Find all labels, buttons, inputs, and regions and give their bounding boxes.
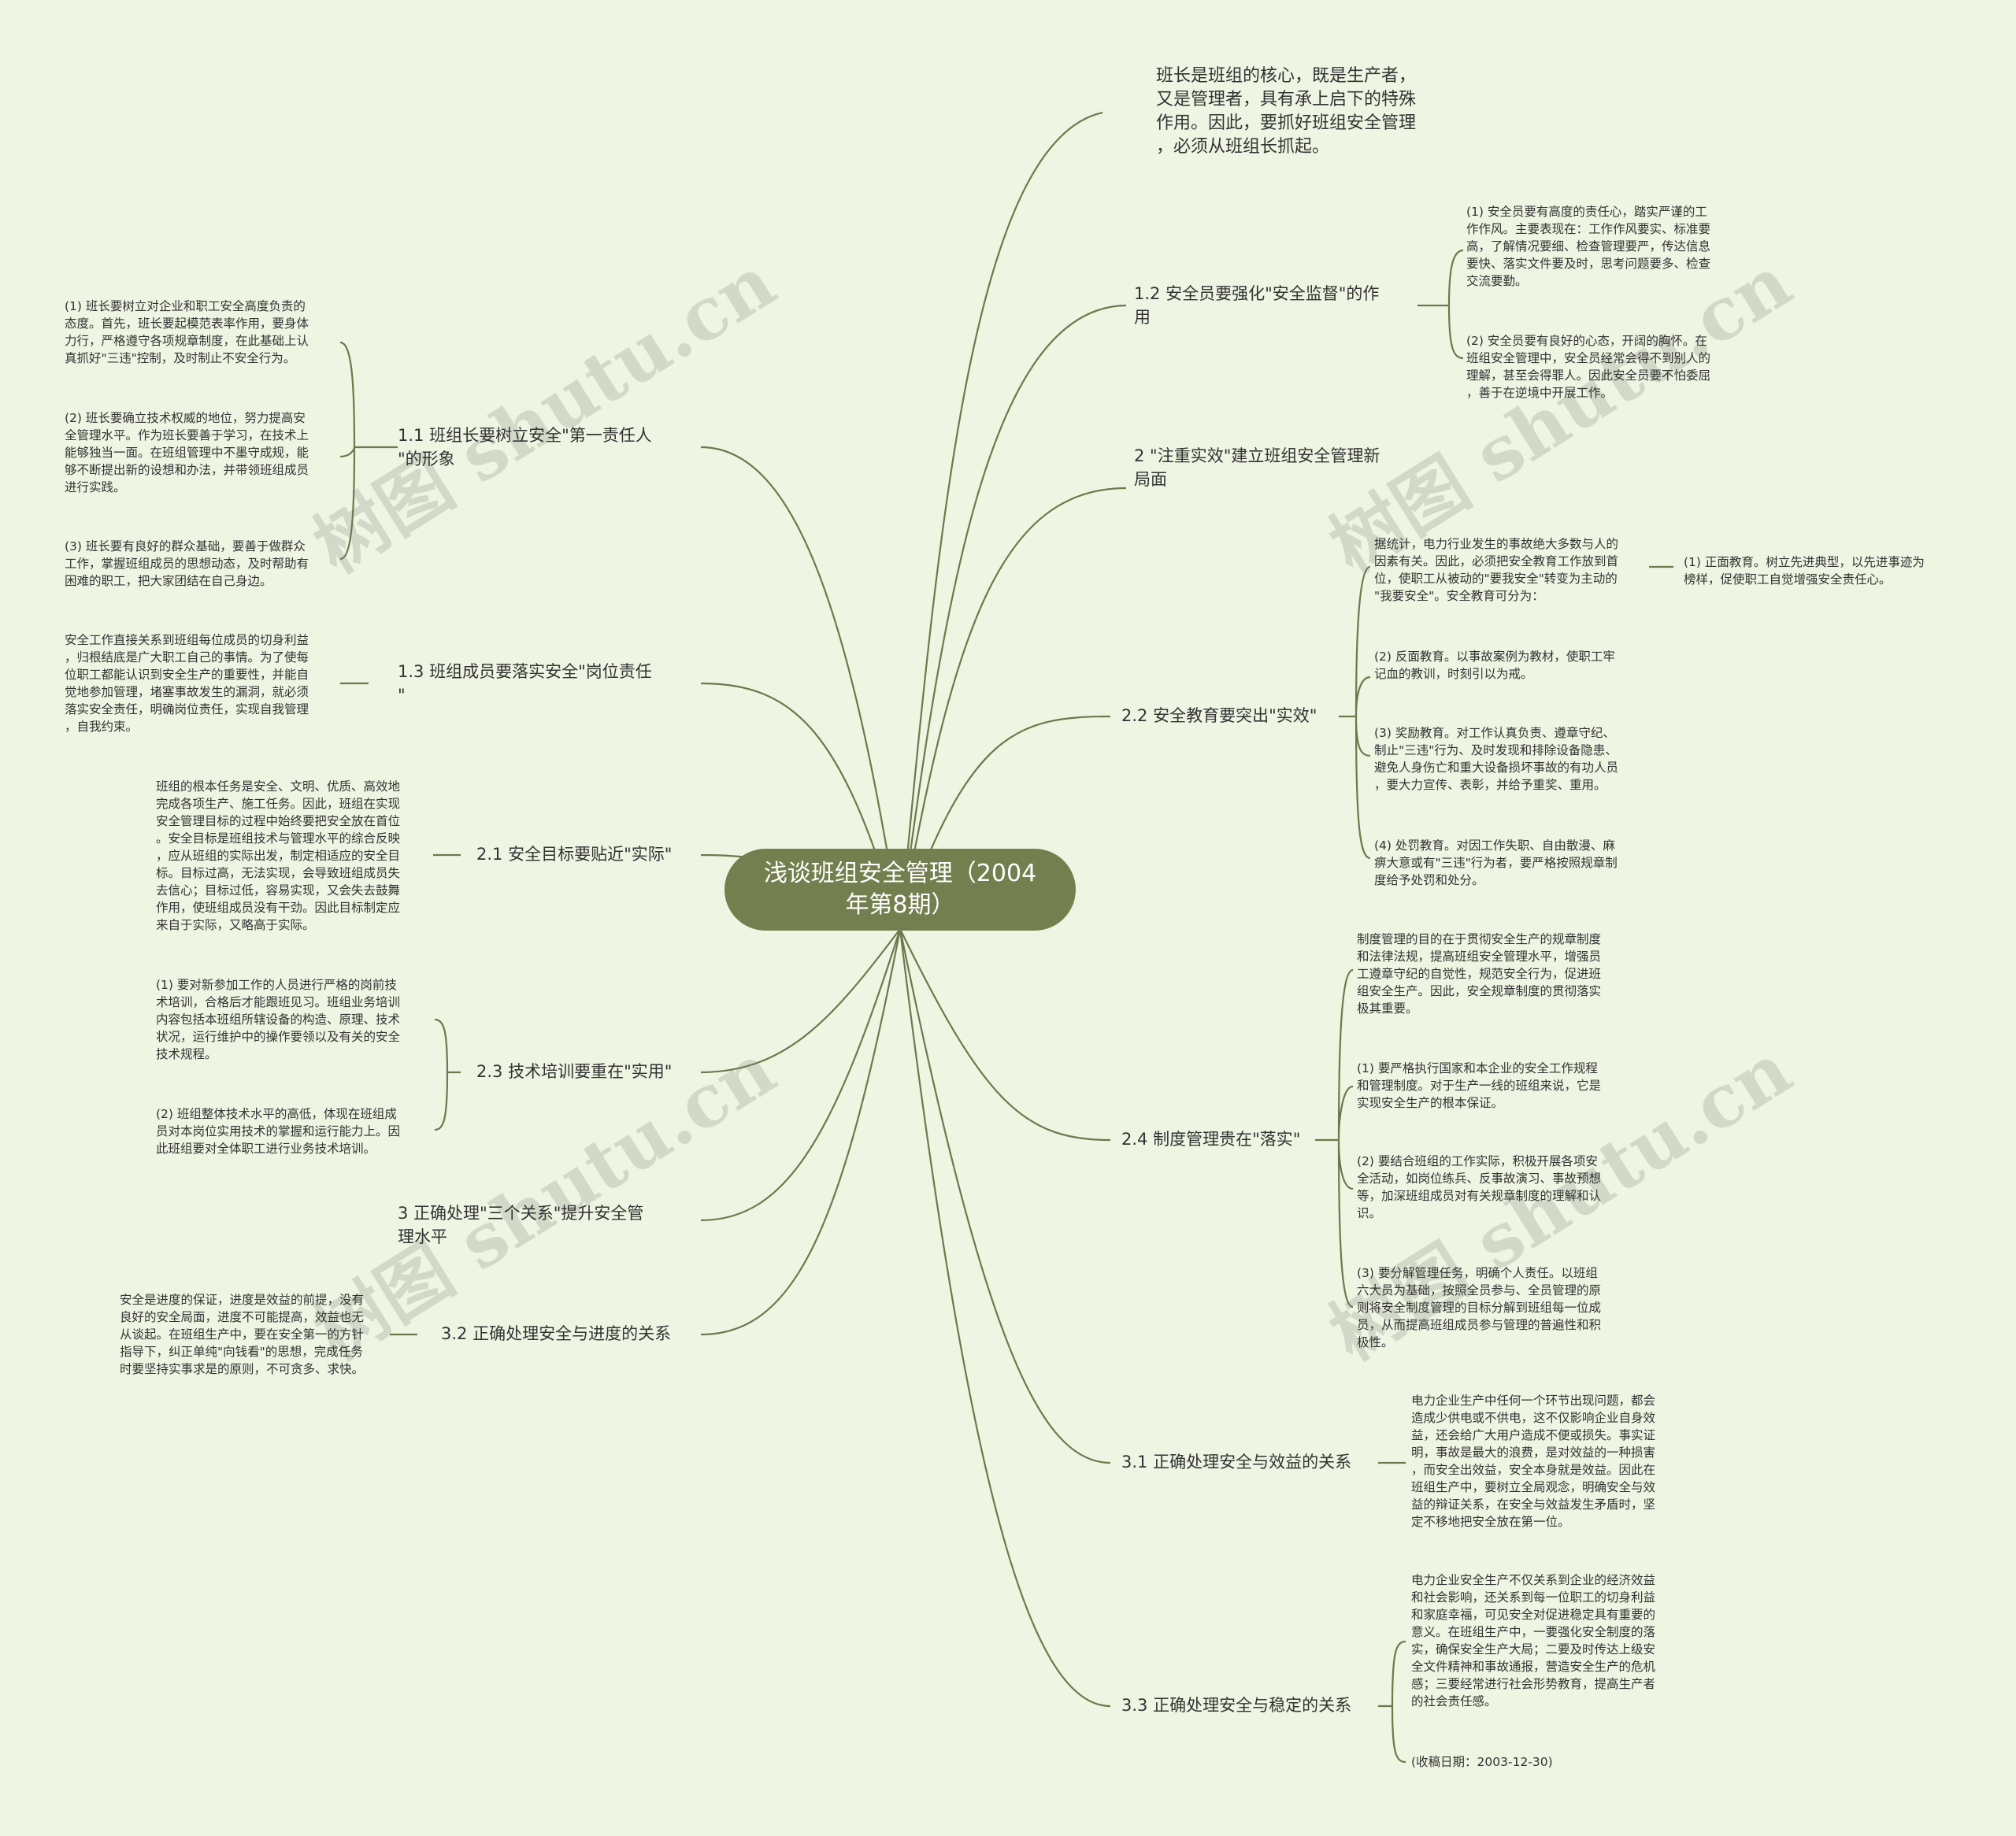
branch-3-2-item-1[interactable]: 安全是进度的保证，进度是效益的前提，没有 良好的安全局面，进度不可能提高，效益也…	[120, 1293, 365, 1376]
link-b33	[899, 928, 1111, 1708]
branch-2-1-item-1[interactable]: 班组的根本任务是安全、文明、优质、高效地 完成各项生产、施工任务。因此，班组在实…	[156, 779, 401, 932]
link-b23-c	[434, 1018, 461, 1131]
branch-2-2-item-4[interactable]: (4) 处罚教育。对因工作失职、自由散漫、麻 痹大意或有"三违"行为者，要严格按…	[1374, 838, 1618, 887]
link-b3	[700, 928, 902, 1222]
link-b24-c	[1315, 968, 1354, 1309]
branch-2-4[interactable]: 2.4 制度管理贵在"落实"	[1121, 1130, 1301, 1149]
branch-1-2-item-1[interactable]: (1) 安全员要有高度的责任心，踏实严谨的工 作作风。主要表现在：工作作风要实、…	[1466, 205, 1711, 288]
link-b11-c	[339, 341, 398, 561]
branch-2-3-item-2[interactable]: (2) 班组整体技术水平的高低，体现在班组成 员对本岗位实用技术的掌握和运行能力…	[156, 1107, 401, 1156]
link-b32	[700, 928, 902, 1336]
branch-3-3-item-1[interactable]: 电力企业安全生产不仅关系到企业的经济效益 和社会影响，还关系到每一位职工的切身利…	[1411, 1573, 1656, 1708]
branch-3[interactable]: 3 正确处理"三个关系"提升安全管 理水平	[398, 1204, 644, 1246]
branch-3-3-date[interactable]: (收稿日期：2003-12-30)	[1411, 1755, 1553, 1769]
branch-1-2[interactable]: 1.2 安全员要强化"安全监督"的作 用	[1134, 284, 1380, 327]
branch-2-2-item-2[interactable]: (2) 反面教育。以事故案例为教材，使职工牢 记血的教训，时刻引以为戒。	[1374, 650, 1615, 681]
branch-2-4-intro[interactable]: 制度管理的目的在于贯彻安全生产的规章制度 和法律法规，提高班组安全管理水平，增强…	[1357, 932, 1602, 1016]
branch-1-2-item-2[interactable]: (2) 安全员要有良好的心态，开阔的胸怀。在 班组安全管理中，安全员经常会得不到…	[1466, 334, 1711, 400]
link-b2	[899, 487, 1127, 930]
intro-node[interactable]: 班长是班组的核心，既是生产者， 又是管理者，具有承上启下的特殊 作用。因此，要抓…	[1156, 66, 1417, 157]
branch-3-1-item-1[interactable]: 电力企业生产中任何一个环节出现问题，都会 造成少供电或不供电，这不仅影响企业自身…	[1411, 1394, 1656, 1529]
branch-1-1[interactable]: 1.1 班组长要树立安全"第一责任人 "的形象	[398, 426, 652, 468]
branch-3-1[interactable]: 3.1 正确处理安全与效益的关系	[1121, 1453, 1352, 1471]
link-b22-c	[1339, 565, 1371, 860]
link-intro	[899, 111, 1103, 930]
branch-1-1-item-1[interactable]: (1) 班长要树立对企业和职工安全高度负责的 态度。首先，班长要起模范表率作用，…	[65, 299, 309, 365]
branch-2-3-item-1[interactable]: (1) 要对新参加工作的人员进行严格的岗前技 术培训，合格后才能跟班见习。班组业…	[156, 978, 401, 1061]
link-b33-c	[1378, 1640, 1406, 1764]
branch-2-2-item-3[interactable]: (3) 奖励教育。对工作认真负责、遵章守纪、 制止"三违"行为、及时发现和排除设…	[1374, 726, 1619, 792]
branch-2-4-item-3[interactable]: (3) 要分解管理任务，明确个人责任。以班组 六大员为基础，按照全员参与、全员管…	[1357, 1266, 1602, 1349]
link-b23	[700, 928, 901, 1074]
branch-1-1-item-3[interactable]: (3) 班长要有良好的群众基础，要善于做群众 工作，掌握班组成员的思想动态，及时…	[65, 539, 309, 588]
branch-2-2-intro[interactable]: 据统计，电力行业发生的事故绝大多数与人的 因素有关。因此，必须把安全教育工作放到…	[1374, 537, 1619, 603]
branch-2-3[interactable]: 2.3 技术培训要重在"实用"	[476, 1062, 673, 1081]
branch-1-3-item-1[interactable]: 安全工作直接关系到班组每位成员的切身利益 ，归根结底是广大职工自己的事情。为了使…	[65, 633, 309, 734]
branch-3-2[interactable]: 3.2 正确处理安全与进度的关系	[441, 1324, 672, 1343]
branch-2-2-item-1[interactable]: (1) 正面教育。树立先进典型，以先进事迹为 榜样，促使职工自觉增强安全责任心。	[1684, 555, 1925, 587]
root-node[interactable]: 浅谈班组安全管理（2004 年第8期）	[724, 849, 1076, 931]
branch-1-3[interactable]: 1.3 班组成员要落实安全"岗位责任 "	[398, 662, 652, 705]
branch-2-2[interactable]: 2.2 安全教育要突出"实效"	[1121, 706, 1317, 725]
branch-2-1[interactable]: 2.1 安全目标要贴近"实际"	[476, 845, 673, 864]
link-b24	[899, 928, 1111, 1142]
branch-2-4-item-1[interactable]: (1) 要严格执行国家和本企业的安全工作规程 和管理制度。对于生产一线的班组来说…	[1357, 1061, 1602, 1110]
link-b12	[899, 304, 1127, 930]
branch-2-4-item-2[interactable]: (2) 要结合班组的工作实际，积极开展各项安 全活动，如岗位练兵、反事故演习、事…	[1357, 1154, 1602, 1220]
link-b31	[899, 928, 1111, 1464]
branch-1-1-item-2[interactable]: (2) 班长要确立技术权威的地位，努力提高安 全管理水平。作为班长要善于学习，在…	[65, 411, 309, 494]
branch-3-3[interactable]: 3.3 正确处理安全与稳定的关系	[1121, 1696, 1352, 1715]
link-b12-c	[1418, 249, 1464, 360]
branch-2[interactable]: 2 "注重实效"建立班组安全管理新 局面	[1134, 446, 1380, 489]
link-b11	[700, 446, 902, 930]
